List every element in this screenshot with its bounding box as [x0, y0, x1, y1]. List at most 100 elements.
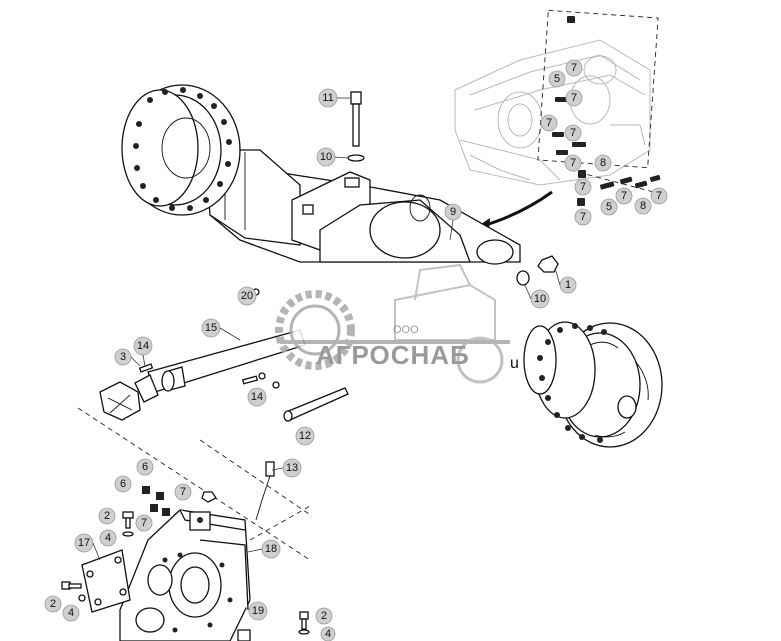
callout-3: 3 — [114, 348, 132, 366]
callout-6: 6 — [114, 475, 132, 493]
svg-text:5: 5 — [606, 201, 612, 213]
callout-9: 9 — [444, 203, 462, 221]
svg-text:10: 10 — [534, 293, 546, 305]
svg-text:4: 4 — [105, 532, 111, 544]
svg-text:19: 19 — [252, 605, 264, 617]
callout-7: 7 — [574, 208, 592, 226]
rod-12 — [283, 387, 349, 422]
svg-text:6: 6 — [142, 461, 148, 473]
svg-text:18: 18 — [265, 543, 277, 555]
svg-text:15: 15 — [205, 322, 217, 334]
callout-1: 1 — [559, 276, 577, 294]
callout-7: 7 — [565, 59, 583, 77]
callout-7: 7 — [564, 154, 582, 172]
svg-text:8: 8 — [600, 157, 606, 169]
case-dashed-line — [249, 504, 313, 541]
callout-13: 13 — [282, 458, 302, 478]
callout-7: 7 — [565, 89, 583, 107]
svg-text:7: 7 — [570, 157, 576, 169]
nut-and-washer — [516, 255, 559, 286]
shaft-dashed-line — [77, 407, 311, 561]
svg-text:1: 1 — [565, 279, 571, 291]
callout-7: 7 — [650, 187, 668, 205]
transfer-case — [119, 509, 251, 641]
cover-plate-17 — [81, 549, 131, 613]
callout-7: 7 — [615, 187, 633, 205]
svg-text:3: 3 — [120, 351, 126, 363]
watermark-logo — [275, 263, 510, 384]
gearbox-dashed-line — [569, 169, 666, 196]
callout-7: 7 — [135, 514, 153, 532]
svg-text:4: 4 — [68, 607, 74, 619]
svg-text:2: 2 — [50, 598, 56, 610]
svg-text:13: 13 — [286, 462, 298, 474]
callout-18: 18 — [261, 539, 281, 559]
svg-text:7: 7 — [580, 211, 586, 223]
callout-labels: 5 7 7 7 7 7 8 7 7 5 7 8 7 11 10 9 1 10 2… — [44, 59, 668, 641]
callout-7: 7 — [574, 178, 592, 196]
svg-text:2: 2 — [104, 510, 110, 522]
svg-text:8: 8 — [640, 200, 646, 212]
callout-17: 17 — [74, 533, 94, 553]
svg-text:7: 7 — [571, 62, 577, 74]
watermark-prefix: ООО — [393, 324, 419, 336]
callout-6: 6 — [136, 458, 154, 476]
callout-14-lower: 14 — [247, 387, 267, 407]
svg-text:5: 5 — [554, 73, 560, 85]
svg-text:17: 17 — [78, 537, 90, 549]
svg-text:20: 20 — [241, 290, 253, 302]
svg-text:7: 7 — [580, 181, 586, 193]
callout-10-right: 10 — [530, 289, 550, 309]
callout-5: 5 — [600, 198, 618, 216]
gearbox-housing-ghost — [454, 39, 651, 186]
callout-20: 20 — [237, 286, 257, 306]
leader-lines — [92, 97, 561, 561]
callout-8: 8 — [594, 154, 612, 172]
front-axle-assembly — [121, 84, 521, 265]
bolt-11 — [347, 91, 365, 162]
callout-14: 14 — [133, 336, 153, 356]
svg-text:14: 14 — [251, 391, 263, 403]
svg-text:10: 10 — [320, 151, 332, 163]
svg-text:7: 7 — [571, 92, 577, 104]
part-19 — [237, 629, 251, 641]
callout-2: 2 — [315, 607, 333, 625]
callout-4: 4 — [320, 626, 336, 641]
svg-text:6: 6 — [120, 478, 126, 490]
svg-text:7: 7 — [621, 190, 627, 202]
callout-10: 10 — [316, 147, 336, 167]
callout-15: 15 — [201, 318, 221, 338]
callout-4: 4 — [99, 529, 117, 547]
callout-4: 4 — [62, 604, 80, 622]
svg-text:2: 2 — [321, 610, 327, 622]
gearbox-dashed-frame — [537, 9, 659, 169]
cardan-shaft — [99, 329, 306, 421]
svg-text:7: 7 — [141, 517, 147, 529]
small-fasteners — [61, 486, 310, 635]
svg-text:7: 7 — [656, 190, 662, 202]
callout-7: 7 — [174, 483, 192, 501]
svg-text:7: 7 — [546, 117, 552, 129]
callout-7: 7 — [564, 124, 582, 142]
hydraulic-fittings — [552, 16, 661, 206]
svg-text:14: 14 — [137, 340, 149, 352]
svg-text:9: 9 — [450, 206, 456, 218]
svg-text:12: 12 — [299, 430, 311, 442]
watermark-suffix: u — [510, 355, 519, 372]
svg-text:7: 7 — [570, 127, 576, 139]
sensor-13 — [255, 461, 275, 521]
callout-7: 7 — [540, 114, 558, 132]
callout-12: 12 — [295, 426, 315, 446]
callout-2: 2 — [98, 507, 116, 525]
shaft-dashed-line-2 — [199, 439, 313, 517]
callout-8: 8 — [634, 197, 652, 215]
watermark-company-name: АГРОСНАБ — [316, 340, 470, 370]
callout-19: 19 — [248, 601, 268, 621]
svg-text:11: 11 — [322, 92, 333, 104]
right-wheel-hub — [523, 321, 663, 448]
hub-bolts — [133, 87, 232, 211]
right-hub-bolts — [537, 323, 607, 443]
svg-text:7: 7 — [180, 486, 186, 498]
callout-2: 2 — [44, 595, 62, 613]
